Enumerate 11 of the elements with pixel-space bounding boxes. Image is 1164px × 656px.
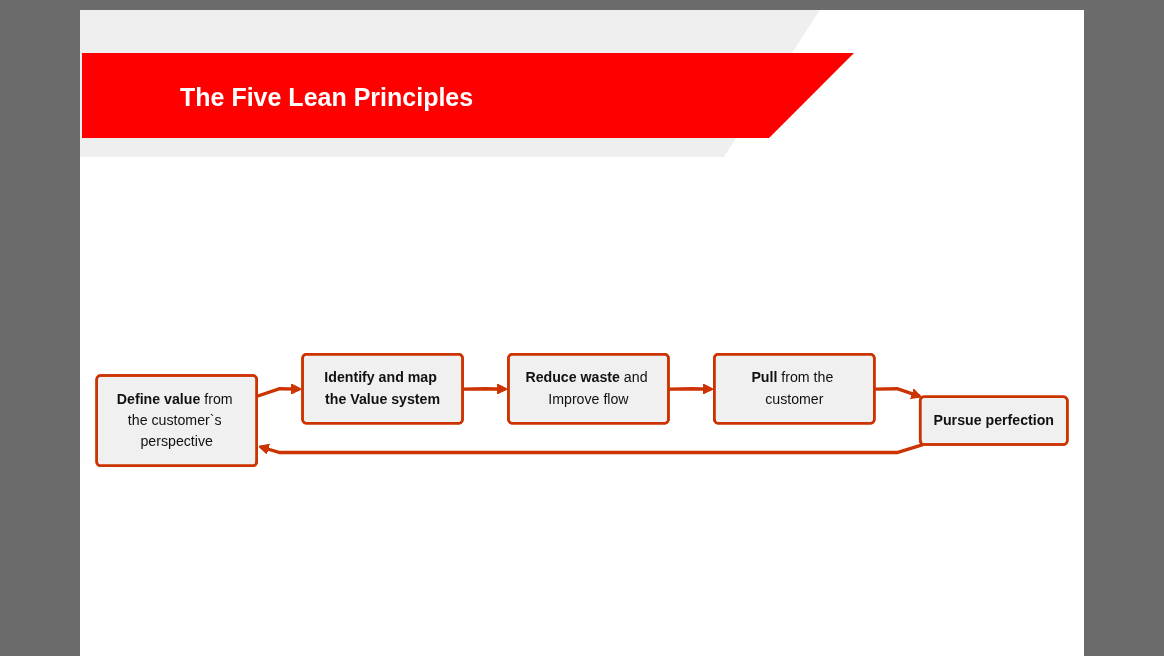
arrow: [462, 383, 508, 395]
arrow: [256, 383, 302, 398]
process-box: Pursue perfection: [918, 395, 1069, 446]
arrow: [874, 387, 922, 399]
arrow: [668, 383, 714, 395]
process-box: Reduce waste and Improve flow: [507, 352, 670, 425]
process-box: Pull from the customer: [713, 352, 876, 425]
process-box: Identify and map the Value system: [301, 352, 464, 425]
slide-title: The Five Lean Principles: [180, 82, 474, 112]
process-box: Define value from the customer`s perspective: [95, 374, 258, 468]
arrow: [258, 443, 924, 455]
